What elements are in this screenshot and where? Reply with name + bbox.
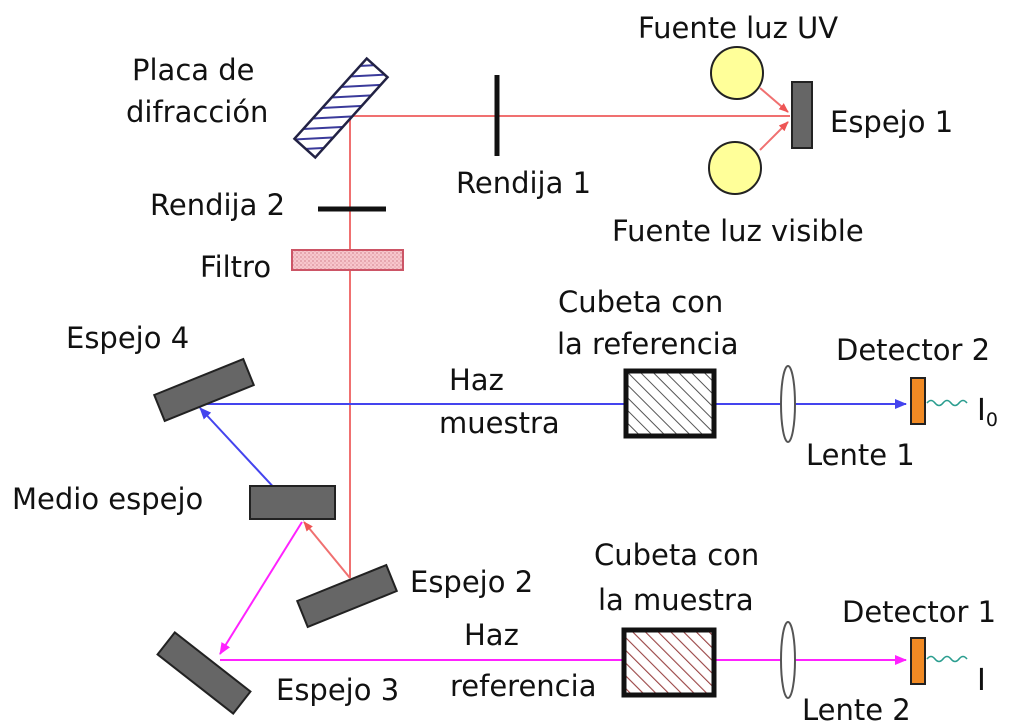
label-sample-cuvette-line2: la muestra	[598, 583, 754, 617]
mirror-1	[791, 81, 813, 149]
uv-lamp	[710, 46, 764, 100]
label-mirror-2: Espejo 2	[410, 565, 533, 599]
label-reference-cuvette-line2: la referencia	[557, 327, 739, 361]
visible-lamp	[708, 141, 762, 195]
label-visible-source: Fuente luz visible	[612, 214, 864, 248]
signal-wave-detector-2	[926, 399, 968, 407]
label-uv-source: Fuente luz UV	[638, 11, 838, 45]
lens-1	[780, 365, 796, 443]
mirror-3	[156, 631, 252, 715]
label-mirror-1: Espejo 1	[830, 105, 953, 139]
label-i0-symbol: I0	[977, 393, 998, 431]
label-diffraction-plate-line2: difracción	[126, 95, 268, 129]
label-slit-2: Rendija 2	[150, 188, 285, 222]
label-reference-cuvette-line1: Cubeta con	[558, 285, 723, 319]
label-half-mirror: Medio espejo	[12, 482, 203, 516]
label-sample-beam-line1: Haz	[449, 363, 504, 397]
sample-cuvette	[621, 627, 717, 698]
uv-light-ray	[759, 87, 789, 113]
mirror-4	[152, 357, 256, 423]
label-diffraction-plate-line1: Placa de	[132, 53, 255, 87]
label-i-symbol: I	[977, 663, 986, 698]
filter	[291, 249, 404, 271]
label-sample-cuvette-line1: Cubeta con	[594, 538, 759, 572]
label-sample-beam-line2: muestra	[439, 406, 560, 440]
label-lens-2: Lente 2	[802, 693, 911, 724]
detector-1	[910, 637, 926, 685]
label-mirror-3: Espejo 3	[276, 673, 399, 707]
mirror-2	[295, 563, 399, 629]
beam-half-mirror-to-mirror3	[219, 521, 303, 655]
label-lens-1: Lente 1	[806, 438, 915, 472]
visible-light-ray	[759, 121, 789, 151]
detector-2	[910, 377, 926, 425]
label-detector-1: Detector 1	[842, 595, 996, 629]
label-mirror-4: Espejo 4	[66, 321, 189, 355]
source-beam	[303, 87, 790, 579]
beam-mirror2-to-half-mirror	[303, 521, 351, 579]
label-slit-1: Rendija 1	[456, 166, 591, 200]
half-mirror	[249, 485, 336, 520]
label-reference-beam-line2: referencia	[450, 669, 596, 703]
signal-wave-detector-1	[926, 655, 968, 663]
label-reference-beam-line1: Haz	[464, 618, 519, 652]
reference-cuvette	[623, 368, 717, 439]
lens-2	[780, 621, 796, 699]
label-filter: Filtro	[200, 250, 271, 284]
diffraction-grating	[292, 56, 390, 160]
label-detector-2: Detector 2	[836, 333, 990, 367]
